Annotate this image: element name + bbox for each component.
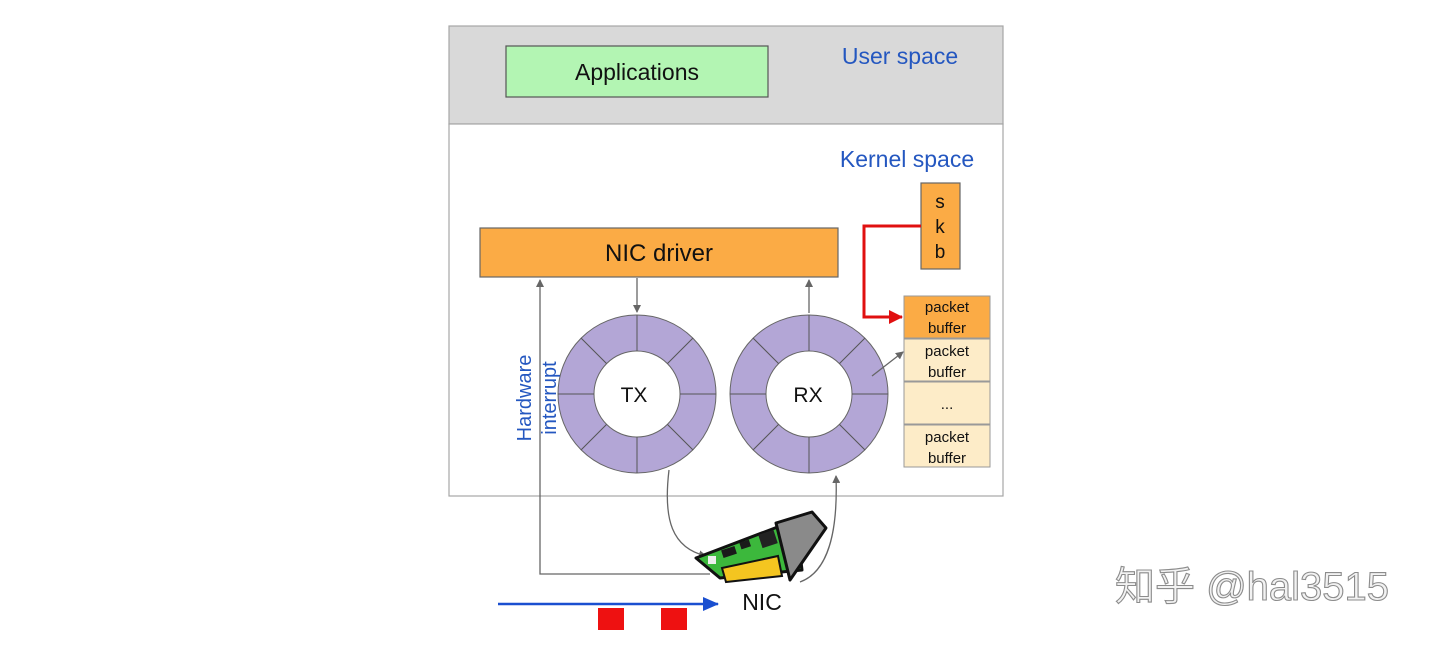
applications-box: Applications: [505, 45, 769, 98]
hardware-interrupt-label-2: interrupt: [539, 361, 561, 435]
packet-square-1: [598, 608, 624, 630]
nic-card-icon: [694, 510, 828, 584]
packet-buffer-4-line-1: packet: [925, 429, 970, 446]
user-space-label: User space: [842, 43, 958, 69]
tx-label: TX: [621, 384, 648, 407]
rx-ring: RX: [729, 314, 889, 474]
packet-buffer-3: ...: [903, 381, 991, 425]
packet-buffer-2: packet buffer: [903, 338, 991, 382]
hardware-interrupt-arrow: [536, 279, 710, 575]
tx-ring-slot-dividers: [558, 315, 716, 473]
watermark-text: 知乎 @hal3515: [1115, 565, 1389, 609]
kernel-space-label: Kernel space: [840, 146, 974, 172]
packet-buffer-stack: packet buffer packet buffer ... packet b…: [903, 295, 991, 468]
packet-square-2: [661, 608, 687, 630]
nic-to-rx-arrow: [799, 475, 841, 583]
tx-ring: TX: [557, 314, 717, 474]
applications-label: Applications: [575, 59, 699, 85]
packet-buffer-ellipsis: ...: [941, 396, 954, 413]
nic-label: NIC: [742, 589, 782, 615]
skb-to-buffer-arrow: [862, 224, 921, 324]
packet-buffer-2-line-2: buffer: [928, 364, 966, 381]
nic-driver-label: NIC driver: [605, 240, 713, 267]
skb-letter-k: k: [935, 217, 945, 238]
skb-letter-s: s: [935, 192, 945, 213]
packet-buffer-4: packet buffer: [903, 424, 991, 468]
packet-buffer-1-box: [903, 295, 991, 339]
rx-label: RX: [793, 384, 822, 407]
rx-to-buffer-arrow: [871, 351, 904, 377]
packet-buffer-1: packet buffer: [903, 295, 991, 339]
packet-buffer-4-box: [903, 424, 991, 468]
skb-letter-b: b: [935, 242, 946, 263]
nic-driver-box: NIC driver: [479, 227, 839, 278]
rx-ring-slot-dividers: [730, 315, 888, 473]
packet-buffer-3-box: [903, 381, 991, 425]
tx-to-nic-arrow: [666, 469, 707, 559]
packet-buffer-4-line-2: buffer: [928, 450, 966, 467]
packet-buffer-1-line-2: buffer: [928, 320, 966, 337]
packet-buffer-2-box: [903, 338, 991, 382]
packet-buffer-1-line-1: packet: [925, 299, 970, 316]
packet-buffer-2-line-1: packet: [925, 343, 970, 360]
skb-box: s k b: [920, 182, 961, 270]
hardware-interrupt-label-1: Hardware: [514, 355, 536, 442]
